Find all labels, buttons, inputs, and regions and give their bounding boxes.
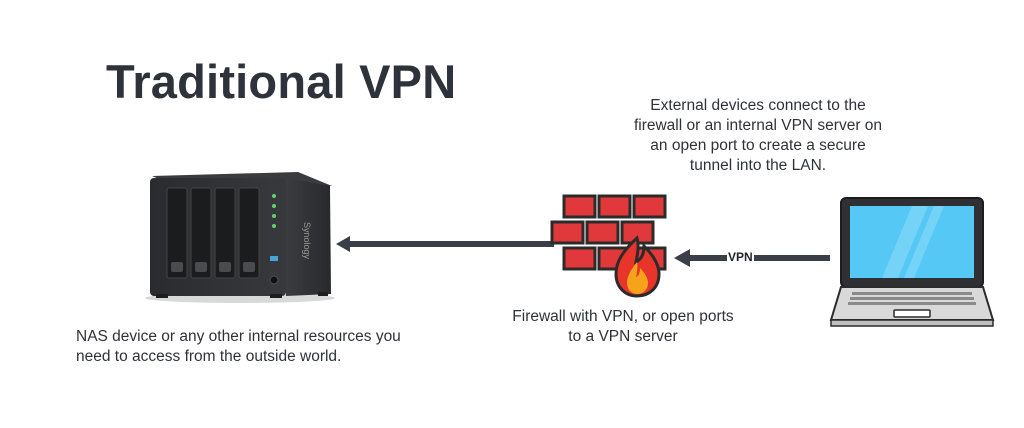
external-devices-caption: External devices connect to the firewall… bbox=[633, 97, 883, 174]
laptop-to-firewall-arrow bbox=[674, 249, 830, 267]
firewall-to-nas-arrow bbox=[336, 236, 554, 252]
vpn-connection-label: VPN bbox=[727, 250, 754, 264]
flame-icon bbox=[614, 235, 661, 298]
diagram-title: Traditional VPN bbox=[106, 55, 457, 108]
firewall-icon bbox=[550, 194, 667, 271]
firewall-caption: Firewall with VPN, or open ports to a VP… bbox=[512, 308, 734, 345]
laptop-icon bbox=[829, 197, 995, 327]
nas-icon bbox=[145, 172, 335, 303]
nas-caption: NAS device or any other internal resourc… bbox=[76, 328, 401, 365]
nas-brand-logo: Synology bbox=[302, 222, 312, 260]
